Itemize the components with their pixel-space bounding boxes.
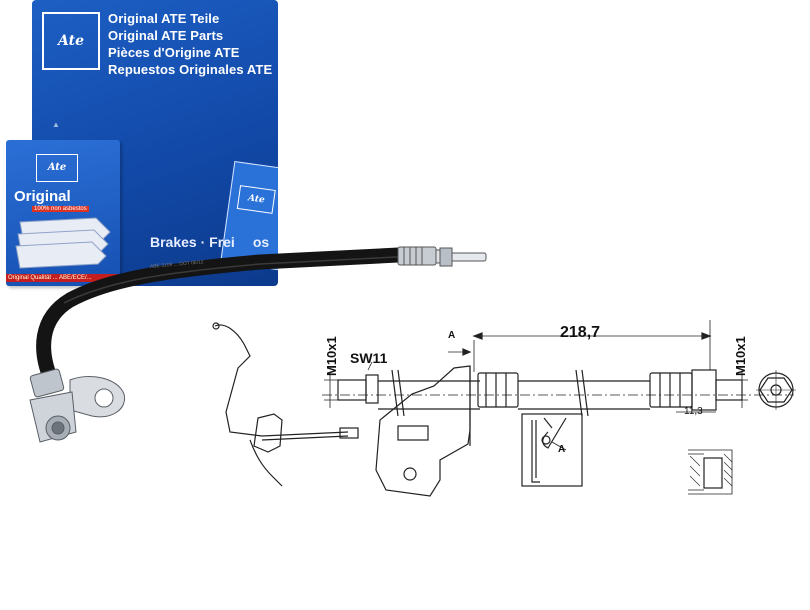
- non-asbestos-tag: 100% non asbestos: [32, 206, 89, 212]
- marker-a-top: A: [448, 330, 456, 341]
- small-box-title: Original: [14, 188, 71, 205]
- box-line-4: Repuestos Originales ATE: [108, 62, 273, 77]
- marker-a-detail: A: [558, 444, 566, 455]
- small-box-logo: Ate: [36, 154, 78, 182]
- brake-pads-illustration: [15, 217, 111, 269]
- watermark-icon: ▲: [52, 120, 60, 129]
- dimension-length: 218,7: [560, 324, 601, 341]
- ate-logo: Ate: [42, 12, 100, 70]
- brake-pad-box: Ate Original 100% non asbestos Original …: [6, 140, 120, 286]
- brakes-suffix: os: [252, 234, 270, 250]
- box-line-1: Original ATE Teile: [108, 11, 220, 26]
- hose-end-right: [397, 246, 487, 267]
- hose-end-left: [29, 368, 126, 443]
- dimension-offset: 11,3: [684, 406, 703, 417]
- box-line-2: Original ATE Parts: [108, 28, 224, 43]
- brake-hose: [36, 246, 426, 390]
- small-box-logo-text: Ate: [47, 162, 67, 173]
- brakes-text: Brakes · Frei: [150, 234, 235, 250]
- dimension-thread-left: M10x1: [324, 336, 339, 376]
- brakes-banner: Brakes · Frei os: [150, 234, 269, 250]
- dimension-wrench-size: SW11: [350, 350, 388, 366]
- ate-logo-text: Ate: [58, 33, 84, 49]
- box-line-3: Pièces d'Origine ATE: [108, 45, 240, 60]
- hose-print: ABE 3109 ... DOT 06/12: [150, 259, 204, 270]
- dimension-thread-right: M10x1: [733, 336, 748, 376]
- technical-drawing: [212, 320, 796, 497]
- small-box-footer: Original Qualität ... ABE/ECE/...: [6, 274, 120, 282]
